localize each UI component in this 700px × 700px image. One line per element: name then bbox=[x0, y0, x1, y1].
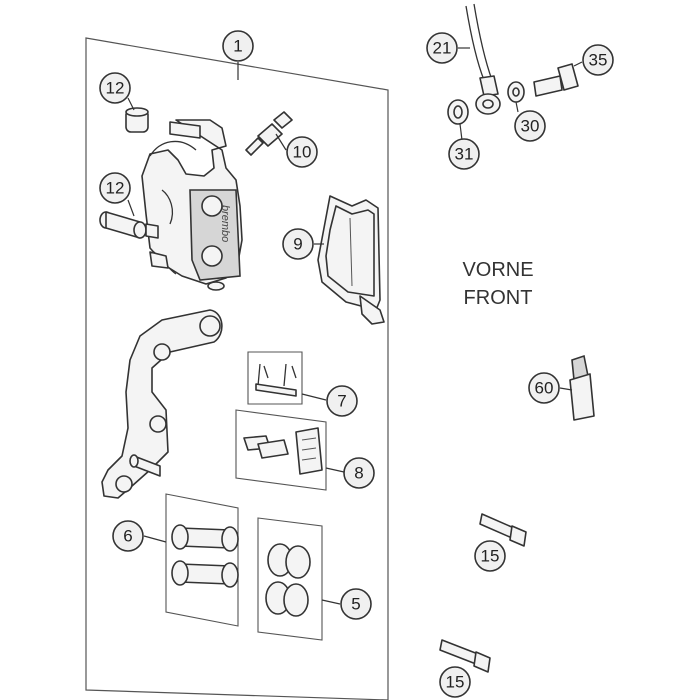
mounting-bolt-top bbox=[479, 513, 527, 547]
brake-caliper: brembo bbox=[141, 119, 243, 291]
caliper-bracket bbox=[101, 309, 223, 499]
callout-21[interactable]: 21 bbox=[426, 32, 458, 64]
leader-lines bbox=[127, 47, 583, 605]
seal-kit bbox=[257, 517, 323, 641]
svg-text:1: 1 bbox=[233, 37, 242, 56]
callout-9[interactable]: 9 bbox=[282, 228, 314, 260]
svg-text:12: 12 bbox=[106, 79, 125, 98]
callout-6[interactable]: 6 bbox=[112, 520, 144, 552]
grease-tube bbox=[569, 354, 595, 421]
assembly-panel bbox=[85, 37, 389, 700]
callout-12-bottom[interactable]: 12 bbox=[99, 172, 131, 204]
callout-7[interactable]: 7 bbox=[326, 385, 358, 417]
front-label-en: FRONT bbox=[464, 287, 533, 309]
callout-12-top[interactable]: 12 bbox=[99, 72, 131, 104]
svg-text:60: 60 bbox=[535, 379, 554, 398]
bleed-screw bbox=[245, 111, 293, 156]
svg-text:15: 15 bbox=[481, 547, 500, 566]
callout-30[interactable]: 30 bbox=[514, 110, 546, 142]
callout-10[interactable]: 10 bbox=[286, 136, 318, 168]
spring-plate-kit bbox=[235, 409, 327, 491]
svg-text:7: 7 bbox=[337, 392, 346, 411]
svg-text:10: 10 bbox=[293, 143, 312, 162]
mounting-bolt-bottom bbox=[439, 639, 491, 673]
bleed-cap-top bbox=[125, 107, 149, 133]
svg-text:30: 30 bbox=[521, 117, 540, 136]
callout-15-bottom[interactable]: 15 bbox=[439, 666, 471, 698]
svg-text:31: 31 bbox=[455, 145, 474, 164]
callout-5[interactable]: 5 bbox=[340, 588, 372, 620]
pad-spring-kit bbox=[247, 351, 303, 405]
piston-kit-large bbox=[165, 493, 239, 627]
callout-1[interactable]: 1 bbox=[222, 30, 254, 62]
svg-text:21: 21 bbox=[433, 39, 452, 58]
svg-text:5: 5 bbox=[351, 595, 360, 614]
svg-text:35: 35 bbox=[589, 51, 608, 70]
svg-text:15: 15 bbox=[446, 673, 465, 692]
callout-35[interactable]: 35 bbox=[582, 44, 614, 76]
brand-label: brembo bbox=[219, 205, 231, 242]
svg-text:6: 6 bbox=[123, 527, 132, 546]
brake-pads bbox=[317, 195, 385, 325]
guide-pin bbox=[99, 211, 159, 239]
svg-text:12: 12 bbox=[106, 179, 125, 198]
svg-text:8: 8 bbox=[354, 464, 363, 483]
front-label-de: VORNE bbox=[462, 259, 533, 281]
brake-line-assembly bbox=[447, 3, 579, 125]
callout-31[interactable]: 31 bbox=[448, 138, 480, 170]
callout-8[interactable]: 8 bbox=[343, 457, 375, 489]
svg-text:9: 9 bbox=[293, 235, 302, 254]
callout-60[interactable]: 60 bbox=[528, 372, 560, 404]
callout-15-top[interactable]: 15 bbox=[474, 540, 506, 572]
